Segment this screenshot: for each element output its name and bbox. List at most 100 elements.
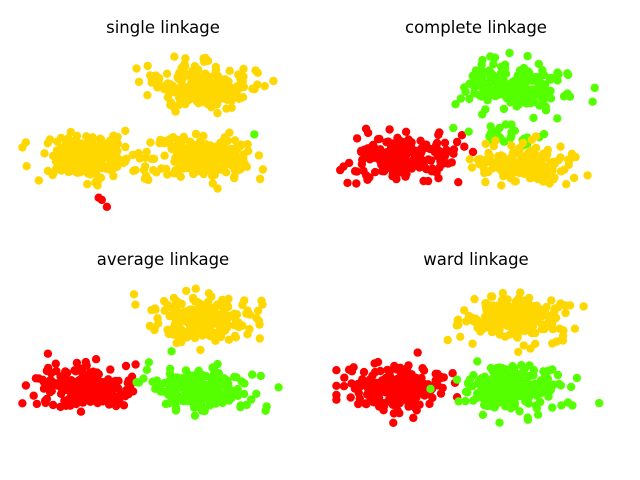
- scatter-point: [216, 332, 226, 342]
- scatter-point: [404, 402, 413, 411]
- scatter-point: [431, 376, 440, 385]
- scatter-point: [519, 78, 528, 88]
- scatter-point: [207, 292, 216, 301]
- scatter-point: [511, 321, 520, 330]
- scatter-point: [83, 148, 92, 158]
- scatter-point: [525, 371, 534, 381]
- scatter-point: [228, 161, 237, 171]
- scatter-point: [95, 141, 104, 150]
- scatter-point: [236, 74, 245, 84]
- scatter-point: [477, 60, 486, 69]
- scatter-point: [590, 83, 599, 93]
- scatter-point: [439, 373, 448, 382]
- scatter-point: [243, 140, 252, 149]
- scatter-point: [498, 288, 508, 298]
- scatter-point: [476, 391, 485, 400]
- scatter-point: [454, 315, 463, 324]
- scatter-point: [53, 156, 62, 165]
- scatter-point: [86, 138, 95, 147]
- scatter-point: [556, 142, 565, 151]
- scatter-point: [370, 380, 379, 390]
- scatter-point: [103, 381, 113, 390]
- scatter-point: [231, 333, 241, 342]
- scatter-point: [230, 136, 240, 145]
- scatter-point: [160, 151, 169, 160]
- scatter-point: [565, 301, 575, 310]
- scatter-point: [499, 137, 509, 146]
- scatter-point: [365, 173, 374, 182]
- scatter-point: [232, 373, 241, 382]
- scatter-point: [510, 126, 519, 135]
- scatter-point: [508, 362, 517, 371]
- scatter-point: [548, 339, 557, 348]
- scatter-point: [468, 147, 478, 157]
- scatter-point: [506, 133, 515, 143]
- scatter-point: [121, 142, 130, 152]
- scatter-point: [486, 74, 495, 84]
- scatter-point: [116, 390, 125, 399]
- scatter-point: [469, 396, 478, 405]
- scatter-point: [359, 367, 369, 377]
- scatter-point: [478, 410, 488, 419]
- scatter-point: [213, 108, 222, 118]
- scatter-point: [222, 104, 231, 113]
- scatter-point: [179, 397, 188, 406]
- scatter-point: [256, 371, 265, 381]
- scatter-point: [182, 376, 192, 385]
- scatter-point: [274, 383, 283, 392]
- scatter-point: [519, 63, 528, 73]
- panel-single-linkage: single linkage: [18, 18, 278, 211]
- scatter-point: [332, 381, 341, 390]
- scatter-point: [568, 401, 577, 410]
- scatter-point: [422, 164, 431, 174]
- scatter-point: [413, 348, 422, 357]
- scatter-point: [572, 373, 582, 383]
- scatter-point: [483, 316, 492, 325]
- scatter-point: [511, 92, 521, 101]
- scatter-point: [478, 89, 487, 99]
- scatter-point: [399, 381, 409, 390]
- scatter-point: [72, 381, 82, 390]
- panel-title: average linkage: [97, 250, 229, 269]
- scatter-point: [102, 396, 112, 405]
- scatter-point: [546, 94, 556, 103]
- scatter-point: [186, 383, 195, 392]
- scatter-point: [452, 375, 462, 384]
- scatter-point: [34, 374, 43, 383]
- scatter-point: [506, 173, 515, 183]
- scatter-point: [486, 87, 496, 96]
- scatter-point: [463, 388, 472, 397]
- scatter-point: [519, 341, 528, 350]
- scatter-point: [229, 312, 238, 322]
- scatter-point: [212, 372, 221, 382]
- scatter-point: [171, 404, 181, 413]
- scatter-point: [521, 381, 531, 390]
- scatter-point: [473, 357, 482, 366]
- scatter-point: [557, 335, 566, 345]
- scatter-point: [111, 401, 121, 411]
- scatter-point: [94, 396, 103, 405]
- scatter-point: [419, 176, 428, 186]
- scatter-point: [216, 138, 226, 148]
- scatter-point: [452, 137, 462, 147]
- scatter-point: [109, 171, 118, 181]
- scatter-point: [546, 315, 556, 325]
- scatter-point: [524, 88, 534, 97]
- scatter-point: [396, 162, 405, 171]
- scatter-point: [556, 153, 565, 162]
- scatter-point: [434, 174, 443, 183]
- scatter-point: [212, 89, 222, 98]
- scatter-point: [174, 373, 183, 383]
- scatter-point: [172, 296, 181, 306]
- scatter-point: [223, 377, 232, 387]
- scatter-point: [217, 310, 226, 319]
- scatter-point: [383, 386, 392, 395]
- scatter-point: [375, 134, 384, 144]
- scatter-point: [404, 361, 413, 370]
- scatter-point: [202, 329, 212, 339]
- scatter-point: [530, 158, 539, 167]
- scatter-point: [347, 379, 356, 388]
- scatter-point: [221, 323, 230, 332]
- scatter-point: [252, 389, 261, 398]
- scatter-point: [226, 386, 235, 395]
